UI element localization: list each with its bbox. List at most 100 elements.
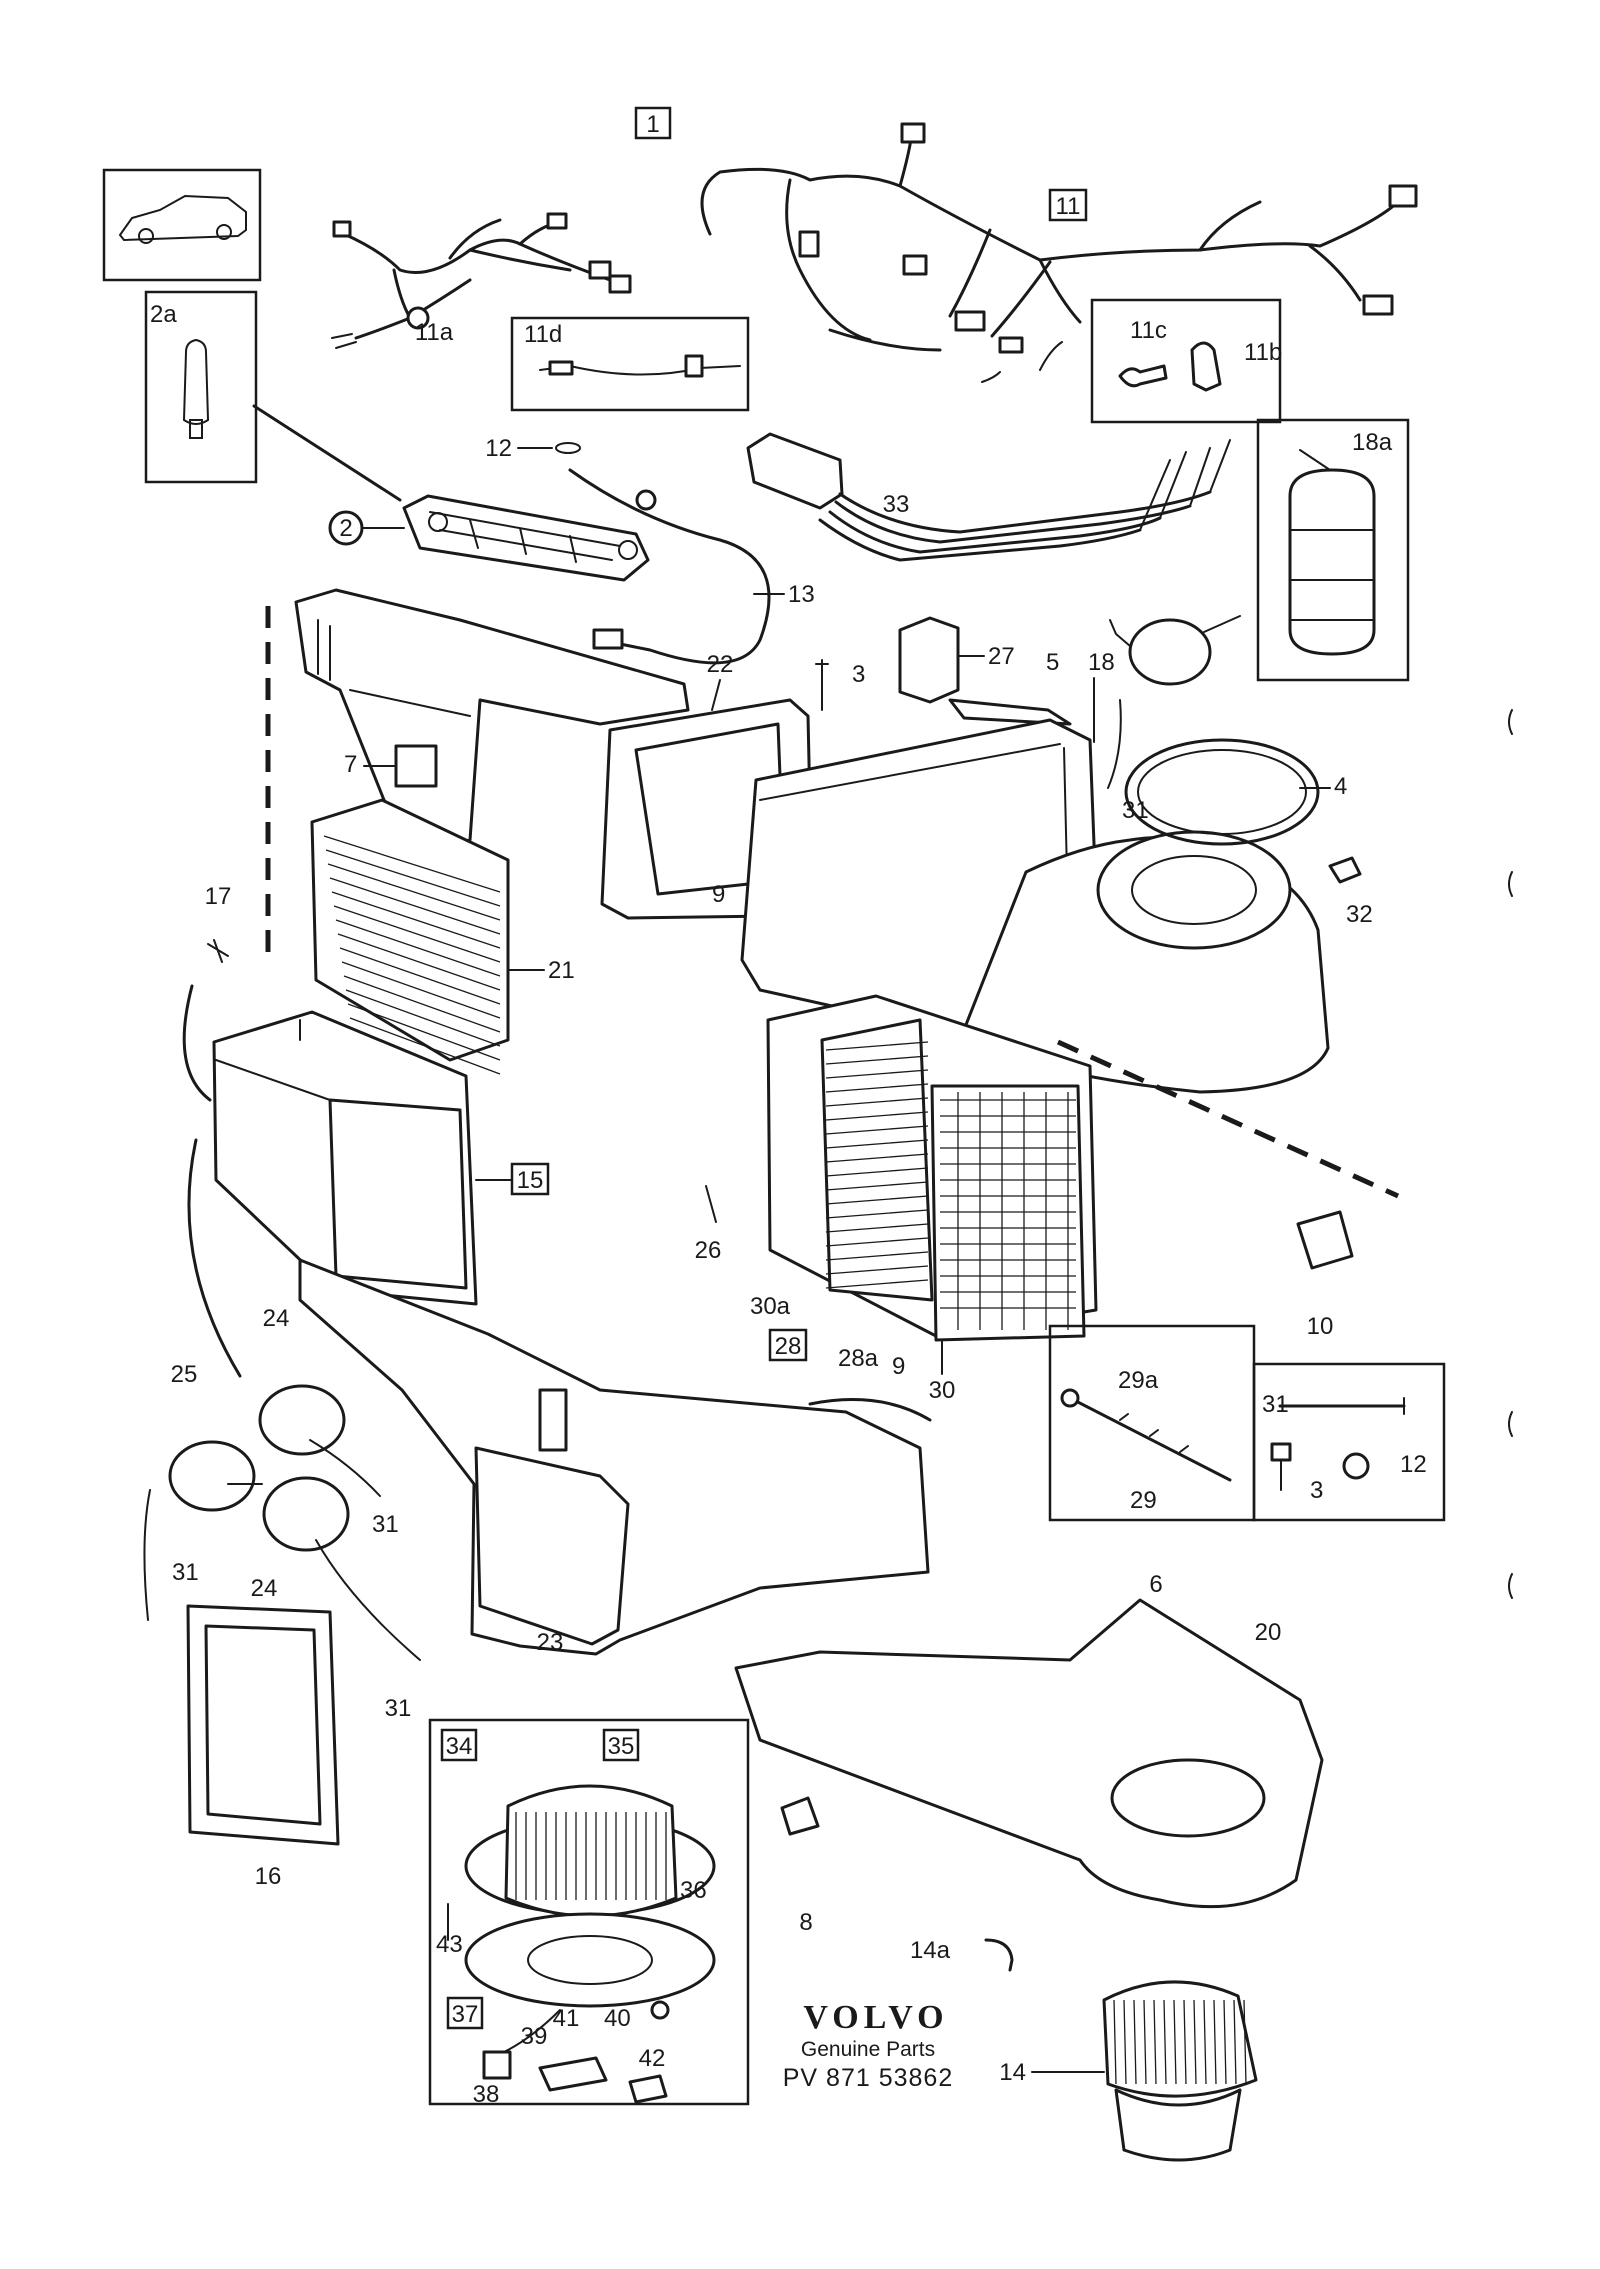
air-box-15 <box>212 1010 478 1306</box>
hose-fastener-box: 31 3 12 <box>1252 1362 1446 1522</box>
wiring-harness-11a <box>331 212 632 349</box>
callout-18: 18 <box>1088 649 1115 676</box>
control-panel-part <box>402 494 650 582</box>
callout-24-upper: 24 <box>263 1305 290 1332</box>
callout-40: 40 <box>604 2005 631 2032</box>
linkage-rod-lower <box>187 1138 242 1378</box>
callout-13: 13 <box>788 581 815 608</box>
callout-10: 10 <box>1307 1313 1334 1340</box>
callout-22: 22 <box>707 651 734 678</box>
callout-32: 32 <box>1346 901 1373 928</box>
valve-detail-box: 29a 29 <box>1048 1324 1256 1522</box>
relay-10 <box>1296 1210 1354 1270</box>
clip-detail-box: 11c 11b <box>1090 298 1282 424</box>
callout-3-box: 3 <box>1310 1477 1323 1504</box>
callout-12-box: 12 <box>1400 1451 1427 1478</box>
callout-11c: 11c <box>1130 317 1167 344</box>
lower-housing <box>298 1258 930 1656</box>
callout-11b: 11b <box>1244 339 1282 366</box>
vehicle-reference-box <box>102 168 262 282</box>
vacuum-tank-box: 18a <box>1256 418 1410 682</box>
blower-motor-kit-box <box>428 1718 750 2106</box>
brand-logo: VOLVO <box>803 1999 948 2036</box>
part-number: PV 871 53862 <box>783 2064 953 2092</box>
callout-2: 2 <box>339 515 352 542</box>
group-number-label: 1 <box>646 111 659 138</box>
hose-31-upper <box>1107 699 1122 789</box>
control-cable-13 <box>555 442 771 665</box>
seal-5 <box>948 698 1072 726</box>
callout-14a: 14a <box>910 1937 951 1964</box>
callout-5: 5 <box>1046 649 1059 676</box>
callout-26: 26 <box>695 1237 722 1264</box>
resistor-8 <box>780 1796 820 1836</box>
callout-4: 4 <box>1334 773 1347 800</box>
filter-frame-16 <box>186 1604 340 1846</box>
nut-32 <box>1328 856 1362 884</box>
bulb-detail-box: 2a <box>144 290 258 484</box>
heater-core-21 <box>310 798 510 1075</box>
margin-marks <box>1508 709 1513 1599</box>
callout-33: 33 <box>883 491 910 518</box>
drain-hose-14a <box>984 1938 1014 1972</box>
callout-36: 36 <box>680 1877 707 1904</box>
callout-31-b: 31 <box>172 1559 199 1586</box>
screw-3-top <box>815 659 829 711</box>
callout-16: 16 <box>255 1863 282 1890</box>
vacuum-diaphragm-24-upper <box>258 1384 381 1497</box>
callout-8: 8 <box>799 1909 812 1936</box>
callout-34: 34 <box>446 1733 473 1760</box>
callout-42: 42 <box>639 2045 666 2072</box>
callout-23: 23 <box>537 1629 564 1656</box>
callout-35: 35 <box>608 1733 635 1760</box>
callout-6: 6 <box>1149 1571 1162 1598</box>
brand-block: VOLVO Genuine Parts PV 871 53862 <box>783 1999 953 2092</box>
vacuum-hoses-33 <box>746 432 1231 562</box>
blower-housing-lower <box>734 1598 1324 1909</box>
callout-38: 38 <box>473 2081 500 2108</box>
callout-9-lower: 9 <box>892 1353 905 1380</box>
callout-39: 39 <box>521 2023 548 2050</box>
callout-7: 7 <box>344 751 357 778</box>
callout-18a: 18a <box>1352 429 1393 456</box>
bulb-icon <box>182 338 210 425</box>
callout-2a: 2a <box>150 301 177 328</box>
callout-11a: 11a <box>415 319 454 346</box>
callout-12: 12 <box>485 435 512 462</box>
callout-9-upper: 9 <box>712 881 725 908</box>
callout-box-34 <box>440 1728 478 1762</box>
linkage-rod <box>182 984 212 1102</box>
plate-7 <box>394 744 438 788</box>
callout-11d: 11d <box>524 321 562 348</box>
callout-31-upper: 31 <box>1122 797 1149 824</box>
callout-30a: 30a <box>750 1293 791 1320</box>
callout-27: 27 <box>988 643 1015 670</box>
callout-20: 20 <box>1255 1619 1282 1646</box>
callout-31-a: 31 <box>372 1511 399 1538</box>
screw-26 <box>705 1185 717 1223</box>
callout-11: 11 <box>1056 193 1081 220</box>
callout-41: 41 <box>553 2005 580 2032</box>
evaporator-assembly <box>766 994 1098 1342</box>
callout-25: 25 <box>171 1361 198 1388</box>
callout-box-35 <box>602 1728 640 1762</box>
group-number-box: 1 <box>634 106 672 140</box>
seal-ring-4 <box>1124 738 1320 846</box>
leader-2a <box>252 404 402 502</box>
callout-28a: 28a <box>838 1345 879 1372</box>
sensor-detail-box: 11d <box>510 316 750 412</box>
car-silhouette-icon <box>118 194 247 242</box>
callout-box-28 <box>768 1328 808 1362</box>
callout-box-11 <box>1048 188 1088 222</box>
upper-air-duct <box>294 588 690 850</box>
callout-21: 21 <box>548 957 575 984</box>
callout-37: 37 <box>452 2001 479 2028</box>
callout-31-c: 31 <box>385 1695 412 1722</box>
vacuum-diaphragm-24-lower <box>262 1476 421 1661</box>
clip-17 <box>207 939 229 963</box>
blower-housing-upper <box>958 830 1330 1094</box>
vacuum-diaphragm-25 <box>143 1440 263 1621</box>
seal-9-lower <box>808 1398 932 1422</box>
